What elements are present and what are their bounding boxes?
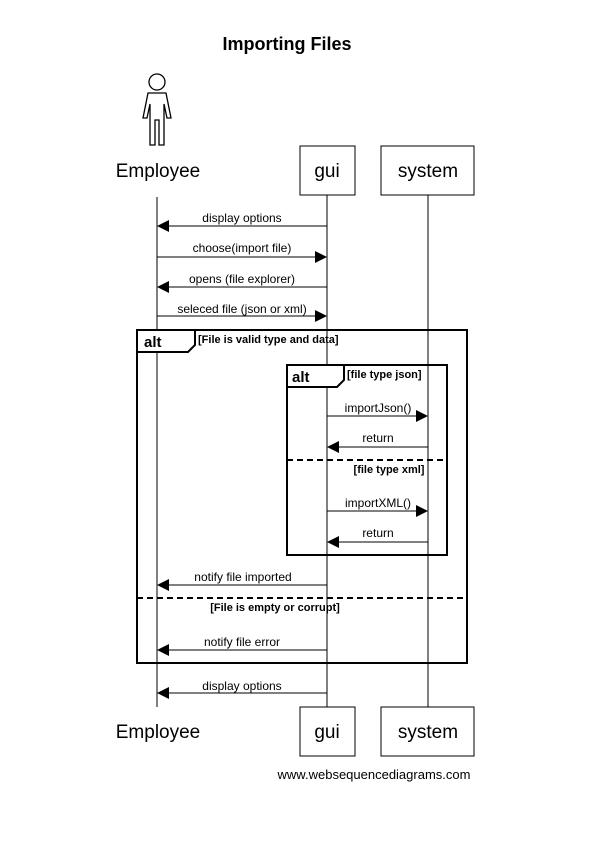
inner-alt-operator: alt: [292, 369, 310, 386]
message-label: display options: [202, 211, 281, 225]
message-label: return: [362, 526, 393, 540]
message-choose-import-file: choose(import file): [157, 241, 327, 263]
message-return-xml: return: [327, 526, 428, 548]
message-import-json: importJson(): [327, 401, 428, 422]
actor-icon: [142, 73, 172, 146]
message-label: seleced file (json or xml): [177, 302, 306, 316]
message-import-xml: importXML(): [327, 496, 428, 517]
message-label: notify file error: [204, 635, 280, 649]
outer-alt-tab: [136, 329, 196, 353]
message-notify-file-imported: notify file imported: [157, 570, 327, 591]
message-display-options-1: display options: [157, 211, 327, 232]
message-label: importXML(): [345, 496, 411, 510]
outer-alt-guard-2: [File is empty or corrupt]: [210, 602, 340, 614]
message-label: importJson(): [345, 401, 412, 415]
message-opens-file-explorer: opens (file explorer): [157, 272, 327, 293]
participant-system-bottom: system: [398, 722, 458, 743]
participant-gui-top: gui: [314, 161, 339, 182]
message-selected-file: seleced file (json or xml): [157, 302, 327, 322]
message-return-json: return: [327, 431, 428, 453]
participant-system-bottom-box: [380, 706, 475, 757]
participant-gui-top-box: [299, 145, 356, 196]
inner-alt-tab: [286, 364, 345, 388]
inner-alt-guard-2: [file type xml]: [354, 464, 425, 476]
participant-employee-bottom: Employee: [116, 722, 201, 743]
outer-alt-operator: alt: [144, 334, 162, 351]
message-label: notify file imported: [194, 570, 291, 584]
message-label: return: [362, 431, 393, 445]
message-label: choose(import file): [193, 241, 292, 255]
outer-alt-guard-1: [File is valid type and data]: [198, 334, 339, 346]
participant-system-top-box: [380, 145, 475, 196]
message-label: opens (file explorer): [189, 272, 295, 286]
participant-gui-bottom: gui: [314, 722, 339, 743]
inner-alt-guard-1: [file type json]: [347, 369, 422, 381]
message-display-options-2: display options: [157, 679, 327, 699]
footer-credit: www.websequencediagrams.com: [277, 767, 471, 782]
participant-system-top: system: [398, 161, 458, 182]
message-notify-file-error: notify file error: [157, 635, 327, 656]
participant-gui-bottom-box: [299, 706, 356, 757]
outer-alt-frame: [136, 329, 468, 664]
diagram-title: Importing Files: [222, 34, 351, 54]
participant-employee-top: Employee: [116, 161, 201, 182]
message-label: display options: [202, 679, 281, 693]
